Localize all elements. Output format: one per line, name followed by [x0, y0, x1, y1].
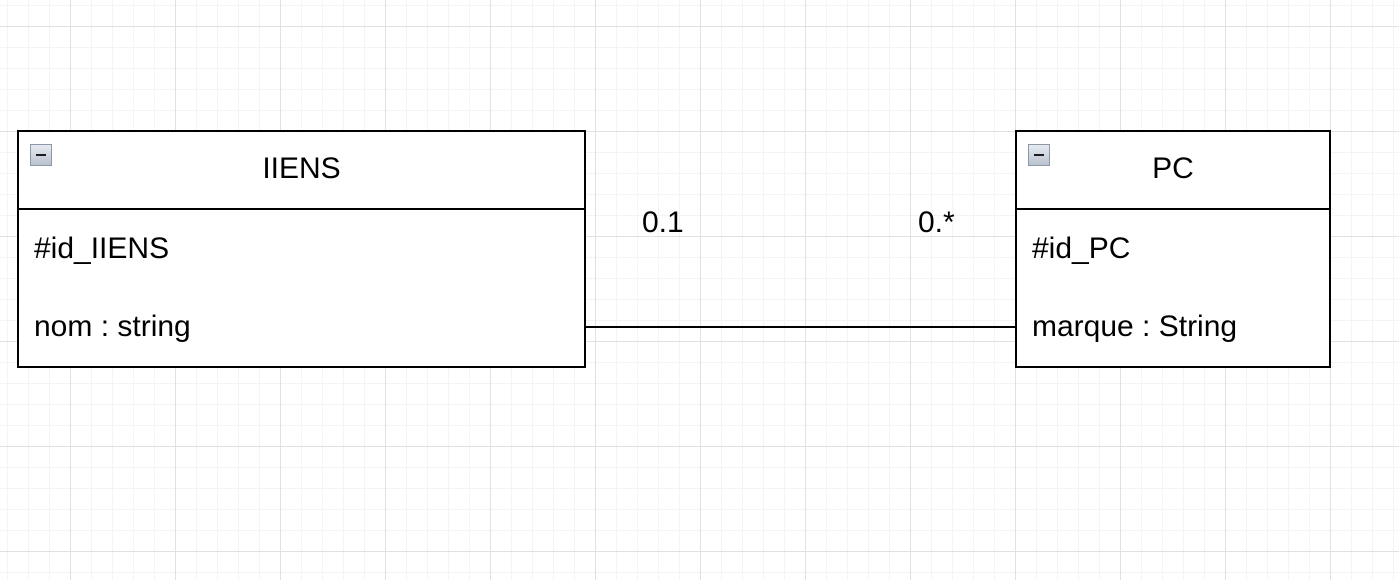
class-pc[interactable]: PC #id_PC marque : String — [1015, 130, 1331, 368]
class-iiens-attribute-id[interactable]: #id_IIENS — [34, 232, 170, 265]
class-pc-header[interactable]: PC — [1017, 132, 1329, 210]
target-multiplicity-label[interactable]: 0.* — [918, 206, 955, 239]
class-iiens-title: IIENS — [262, 152, 341, 185]
class-iiens[interactable]: IIENS #id_IIENS nom : string — [17, 130, 586, 368]
class-pc-title: PC — [1152, 152, 1194, 185]
source-multiplicity-label[interactable]: 0.1 — [642, 206, 684, 239]
class-iiens-attribute-nom[interactable]: nom : string — [34, 310, 191, 343]
class-pc-attribute-marque[interactable]: marque : String — [1032, 310, 1238, 343]
collapse-icon[interactable] — [1028, 144, 1050, 166]
class-iiens-header[interactable]: IIENS — [19, 132, 584, 210]
class-pc-attribute-id[interactable]: #id_PC — [1032, 232, 1131, 265]
collapse-icon[interactable] — [30, 144, 52, 166]
